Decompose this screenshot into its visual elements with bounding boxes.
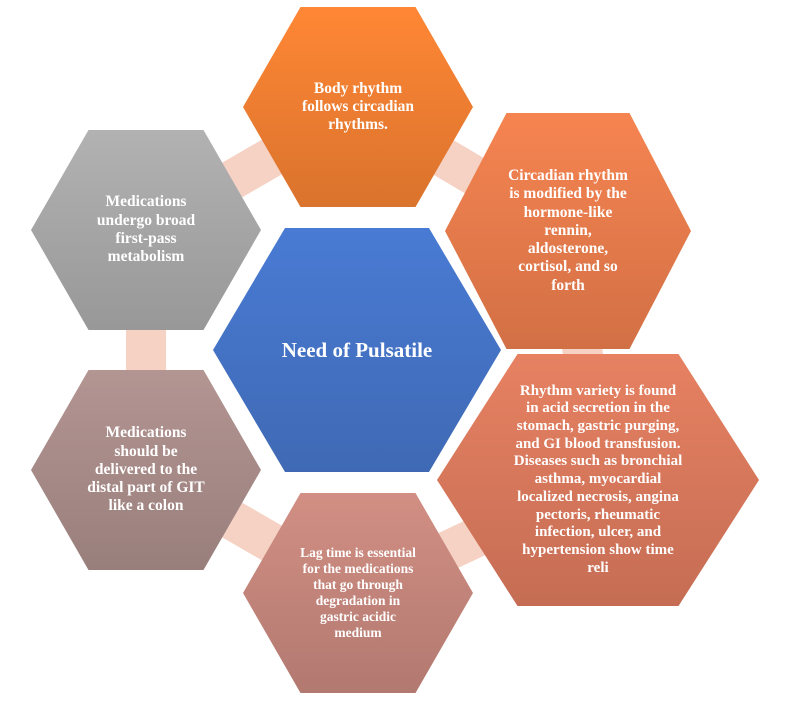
hexagon-body-rhythm <box>243 7 473 207</box>
hexagon-label-distal-delivery: Medications should be delivered to the d… <box>87 424 205 515</box>
center-label: Need of Pulsatile <box>281 337 433 362</box>
hexagon-label-lag-time: Lag time is essential for the medication… <box>300 545 416 640</box>
hexagon-label-first-pass: Medications undergo broad first-pass met… <box>96 193 196 266</box>
hexagon-label-circadian-rhythm: Circadian rhythm is modified by the horm… <box>508 167 628 294</box>
hexagon-circadian-rhythm <box>445 113 691 349</box>
center-hexagon <box>213 228 501 472</box>
hexagons <box>31 7 759 693</box>
hexagon-distal-delivery <box>31 370 261 570</box>
hexagon-label-rhythm-variety: Rhythm variety is found in acid secretio… <box>513 382 683 576</box>
hexagon-rhythm-variety <box>437 354 759 606</box>
hexagon-label-body-rhythm: Body rhythm follows circadian rhythms. <box>301 79 415 134</box>
hexagon-first-pass <box>31 130 261 330</box>
hexagon-lag-time <box>243 493 473 693</box>
